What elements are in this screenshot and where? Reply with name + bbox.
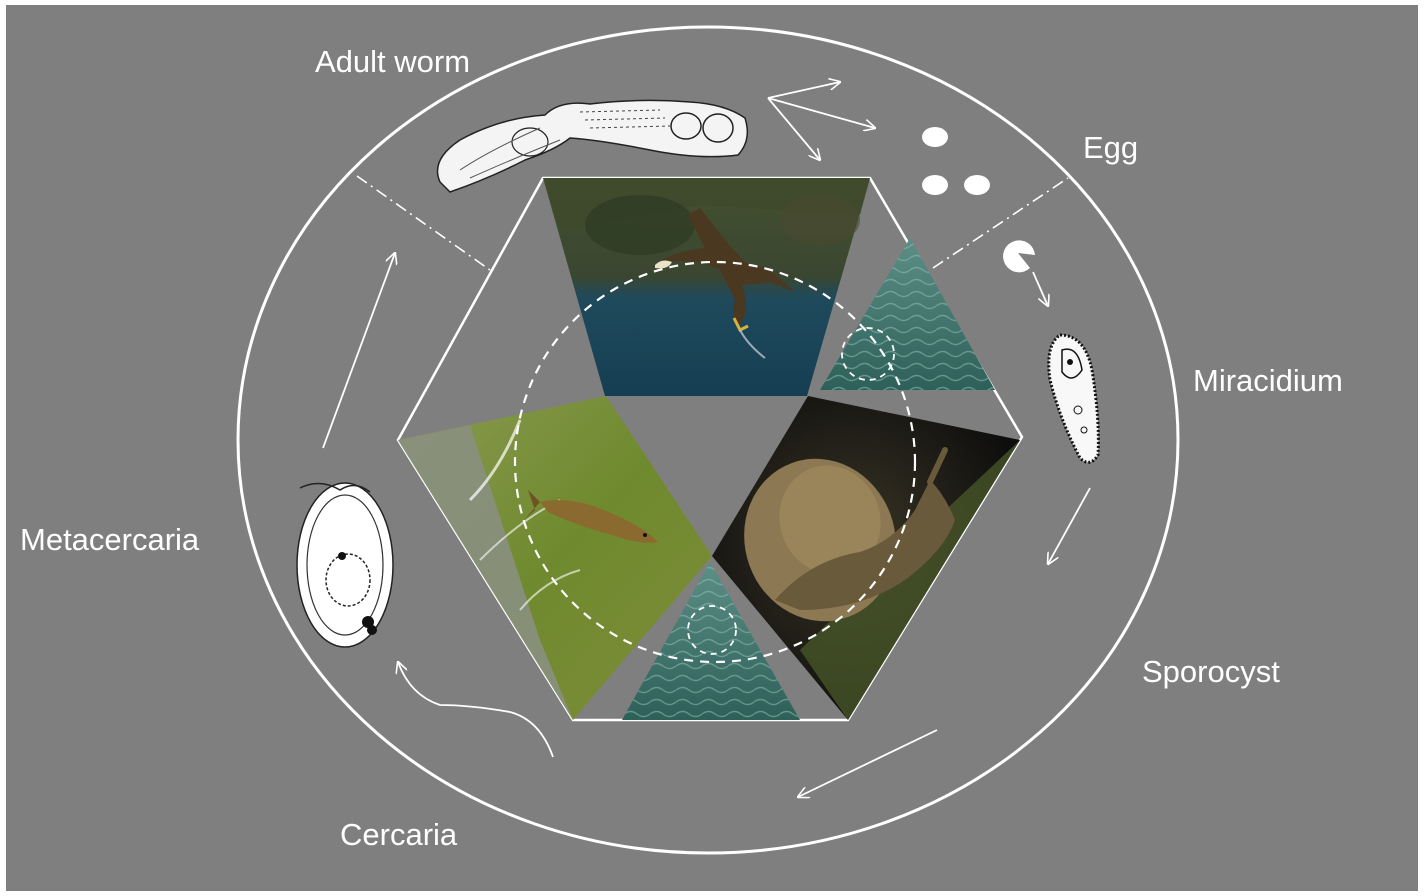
label-adult-worm: Adult worm [315, 44, 470, 79]
label-metacercaria: Metacercaria [20, 522, 200, 557]
label-miracidium: Miracidium [1193, 363, 1343, 398]
label-sporocyst: Sporocyst [1142, 654, 1280, 689]
label-egg: Egg [1083, 130, 1138, 165]
metacercaria-illustration [297, 483, 393, 647]
label-cercaria: Cercaria [340, 817, 458, 852]
